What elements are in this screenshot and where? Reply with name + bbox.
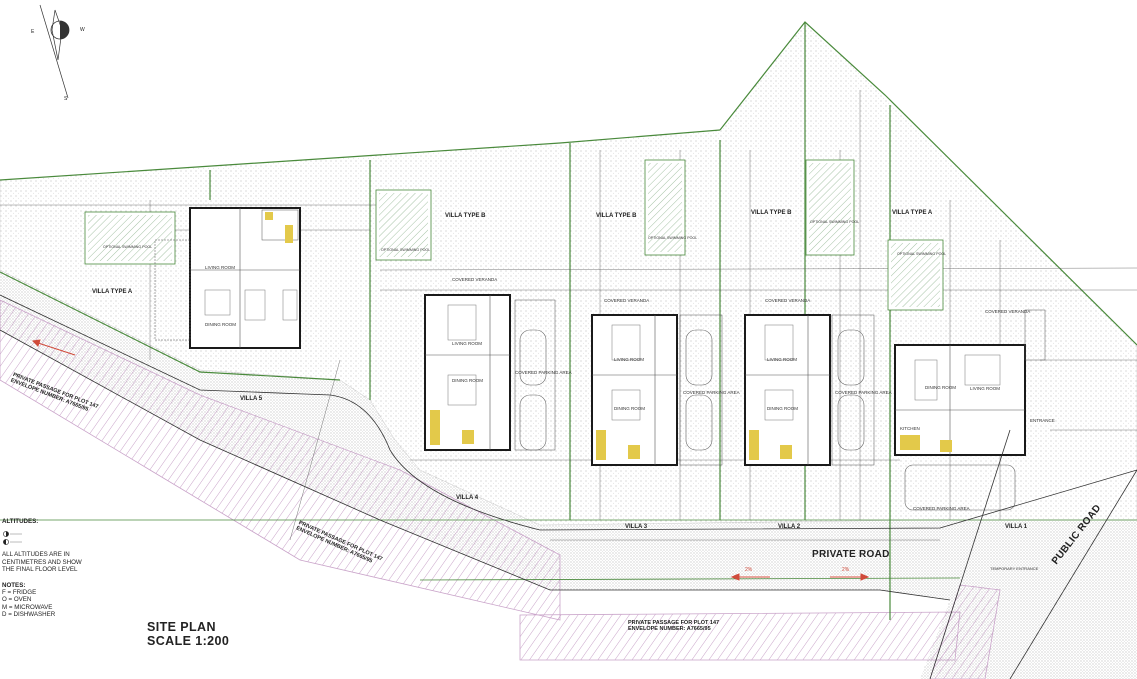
villa-type-label-2: VILLA TYPE B <box>751 210 792 216</box>
altitudes-text-2: CENTIMETRES AND SHOW <box>2 558 82 566</box>
altitudes-text-3: THE FINAL FLOOR LEVEL <box>2 566 78 574</box>
villa-name-5: VILLA 5 <box>240 396 263 402</box>
site-plan-scale: SCALE 1:200 <box>147 634 230 648</box>
optional-pools <box>84 159 944 311</box>
villa-name-1: VILLA 1 <box>1005 524 1028 530</box>
veranda-label-villa2: COVERED VERANDA <box>765 298 811 303</box>
villa-5-building <box>154 207 301 349</box>
altitudes-text-1: ALL ALTITUDES ARE IN <box>2 551 70 559</box>
dining-room-label-villa3: DINING ROOM <box>614 406 645 411</box>
compass-south-label: S <box>64 96 68 102</box>
kitchen-label-villa1: KITCHEN <box>900 426 920 431</box>
parking-label-villa2: COVERED PARKING AREA <box>835 390 892 395</box>
villa-name-2: VILLA 2 <box>778 524 801 530</box>
dining-room-label-villa1: DINING ROOM <box>925 385 956 390</box>
villa-type-label-4: VILLA TYPE B <box>445 213 486 219</box>
slope-arrows <box>31 339 870 581</box>
dining-room-label-villa5: DINING ROOM <box>205 322 236 327</box>
private-passage-line1: PRIVATE PASSAGE FOR PLOT 147 <box>628 620 720 626</box>
site-plan-title: SITE PLAN SCALE 1:200 <box>147 620 229 648</box>
compass-west-label: W <box>80 27 85 33</box>
villa-3-building <box>591 314 723 466</box>
private-passage-hatch-bottom <box>519 584 1001 679</box>
living-room-label-villa5: LIVING ROOM <box>205 265 236 270</box>
parking-label-villa3: COVERED PARKING AREA <box>683 390 740 395</box>
parking-label-villa1: COVERED PARKING AREA <box>913 506 970 511</box>
notes-heading: NOTES: <box>2 581 26 589</box>
pool-label-villa5: OPTIONAL SWIMMING POOL <box>103 245 153 249</box>
road-edge <box>0 294 1137 679</box>
temporary-entrance-label: TEMPORARY ENTRANCE <box>990 566 1039 571</box>
villa-type-label-3: VILLA TYPE B <box>596 213 637 219</box>
pool-label-villa4: OPTIONAL SWIMMING POOL <box>381 248 431 252</box>
living-room-label-villa4: LIVING ROOM <box>452 341 483 346</box>
villa-name-4: VILLA 4 <box>456 495 479 501</box>
slope-label-2: 2% <box>842 567 850 573</box>
entrance-label-villa1: ENTRANCE <box>1030 418 1055 423</box>
villa-2-building <box>744 314 875 466</box>
pool-label-villa2: OPTIONAL SWIMMING POOL <box>810 220 860 224</box>
site-plan-title-line1: SITE PLAN <box>147 620 216 634</box>
slope-label-1: 2% <box>745 567 753 573</box>
dining-room-label-villa4: DINING ROOM <box>452 378 483 383</box>
compass-icon <box>39 4 70 99</box>
dining-room-label-villa2: DINING ROOM <box>767 406 798 411</box>
veranda-label-villa1: COVERED VERANDA <box>985 309 1031 314</box>
altitudes-notes: ALTITUDES: ALL ALTITUDES ARE IN CENTIMET… <box>2 518 82 619</box>
note-item-4: D = DISHWASHER <box>2 611 56 619</box>
villa-1-building <box>894 309 1046 511</box>
pool-label-villa3: OPTIONAL SWIMMING POOL <box>648 236 698 240</box>
villa-name-3: VILLA 3 <box>625 524 648 530</box>
living-room-label-villa1: LIVING ROOM <box>970 386 1001 391</box>
parking-label-villa4: COVERED PARKING AREA <box>515 370 572 375</box>
pool-label-villa1: OPTIONAL SWIMMING POOL <box>897 252 947 256</box>
private-passage-line2: ENVELOPE NUMBER: A7665/95 <box>628 626 711 632</box>
veranda-label-villa4: COVERED VERANDA <box>452 277 498 282</box>
altitude-legend-icons <box>3 531 22 545</box>
private-road-label: PRIVATE ROAD <box>812 549 890 560</box>
note-item-1: F = FRIDGE <box>2 589 37 597</box>
villa-4-building <box>424 294 556 451</box>
villa-type-label-1: VILLA TYPE A <box>892 210 933 216</box>
compass-east-label: E <box>31 29 35 35</box>
note-item-2: O = OVEN <box>2 596 32 604</box>
veranda-label-villa3: COVERED VERANDA <box>604 298 650 303</box>
altitudes-heading: ALTITUDES: <box>2 518 39 525</box>
living-room-label-villa2: LIVING ROOM <box>767 357 798 362</box>
living-room-label-villa3: LIVING ROOM <box>614 357 645 362</box>
note-item-3: M = MICROWAVE <box>2 603 53 611</box>
villa-type-label-5: VILLA TYPE A <box>92 289 133 295</box>
private-passage-label-bottom: PRIVATE PASSAGE FOR PLOT 147 ENVELOPE NU… <box>628 620 719 632</box>
